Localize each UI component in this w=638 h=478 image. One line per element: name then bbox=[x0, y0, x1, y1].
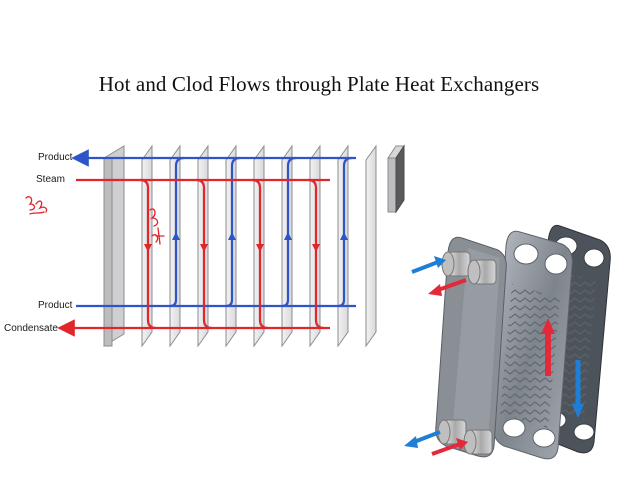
label-condensate: Condensate bbox=[4, 323, 58, 334]
hot-flow-arrowheads bbox=[144, 244, 320, 252]
port-arrows bbox=[404, 256, 468, 456]
label-product-out: Product bbox=[38, 152, 73, 163]
front-plate bbox=[435, 236, 507, 458]
ports-top bbox=[441, 251, 497, 285]
label-product-in: Product bbox=[38, 300, 73, 311]
page-title: Hot and Clod Flows through Plate Heat Ex… bbox=[98, 72, 540, 96]
label-steam: Steam bbox=[36, 174, 65, 185]
handwritten-annotation bbox=[25, 196, 165, 245]
end-plate-left bbox=[103, 145, 125, 347]
hot-flow-paths bbox=[57, 178, 330, 337]
plate-exchanger-illustration bbox=[404, 224, 611, 460]
cold-flow-arrowheads bbox=[172, 232, 348, 240]
end-plate-right bbox=[387, 144, 405, 214]
plate-diagram: Product Steam Product Condensate bbox=[4, 144, 405, 348]
middle-plate bbox=[493, 230, 573, 460]
